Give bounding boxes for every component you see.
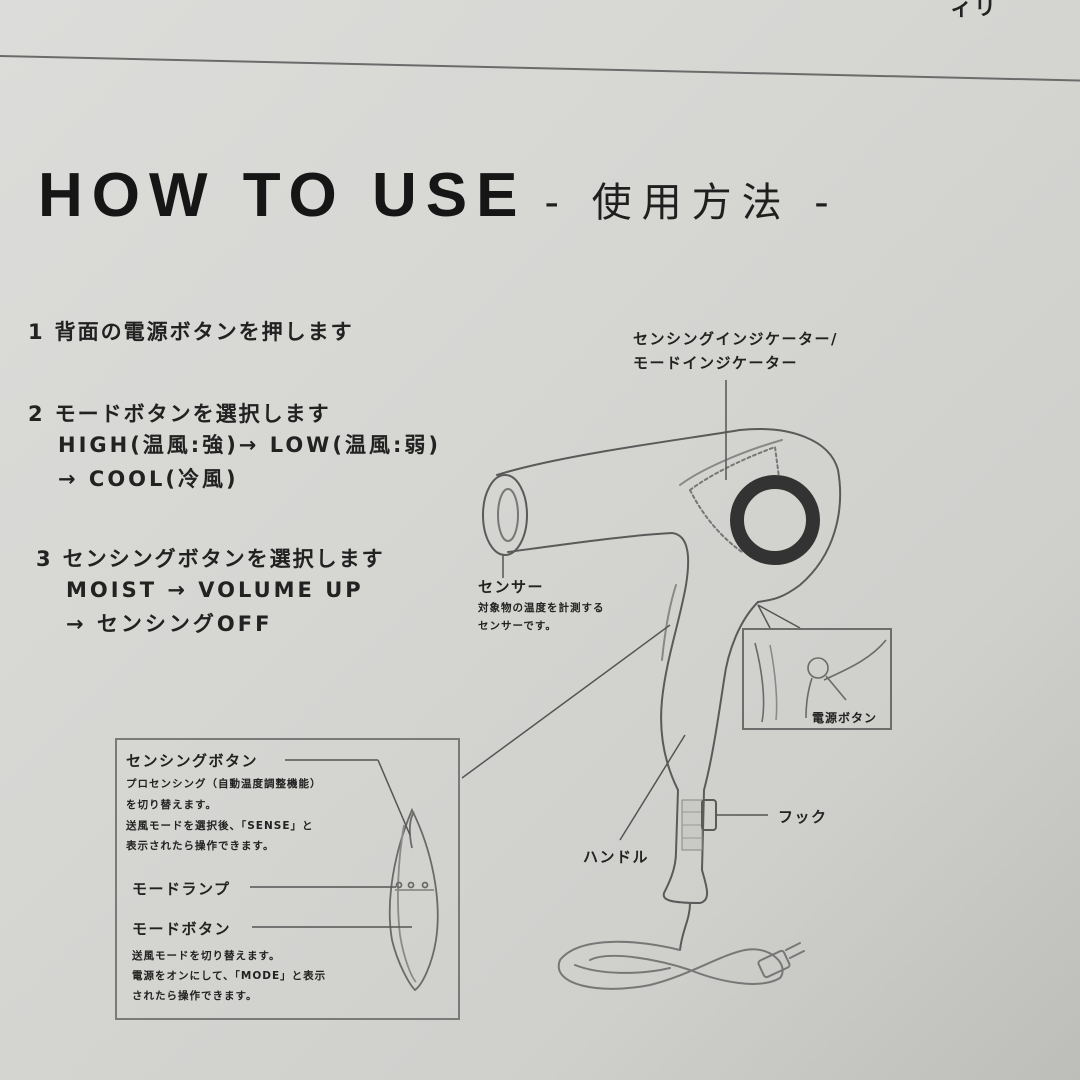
cut-off-text-fragment: ィリ <box>950 0 999 21</box>
title-english: HOW TO USE <box>38 161 527 230</box>
step-number: 1 <box>28 320 45 344</box>
step-number: 3 <box>36 547 53 571</box>
nozzle-outline <box>482 474 528 556</box>
sensor-label: センサー <box>478 578 545 596</box>
hook-label: フック <box>778 808 828 826</box>
title-japanese: - 使用方法 - <box>544 180 839 226</box>
control-panel-outline <box>388 807 439 992</box>
indicator-label-line-1: センシングインジケーター/ <box>633 330 838 348</box>
mode-description-1: 送風モードを切り替えます。 <box>132 950 281 962</box>
sensing-description-1: プロセンシング（自動温度調整機能） <box>126 778 322 790</box>
step-detail-line: → COOL(冷風) <box>58 467 239 491</box>
step-number: 2 <box>28 402 45 426</box>
mode-description-2: 電源をオンにして、「MODE」と表示 <box>132 970 327 982</box>
sensing-button-label: センシングボタン <box>126 752 259 770</box>
step-heading: モードボタンを選択します <box>54 402 331 426</box>
step-detail-line: → センシングOFF <box>66 612 273 636</box>
step-detail-line: MOIST → VOLUME UP <box>66 578 364 602</box>
step-detail-line: HIGH(温風:強)→ LOW(温風:弱) <box>58 433 441 457</box>
handle-label: ハンドル <box>583 848 650 866</box>
step-1: 1 背面の電源ボタンを押します <box>28 316 354 346</box>
mode-lamp-label: モードランプ <box>132 880 231 898</box>
sensor-description-1: 対象物の温度を計測する <box>478 602 605 614</box>
control-panel-callout <box>115 738 460 1020</box>
mode-button-label: モードボタン <box>132 920 232 938</box>
sensing-description-3: 送風モードを選択後、「SENSE」と <box>126 820 314 832</box>
page-title: HOW TO USE - 使用方法 - <box>38 160 839 231</box>
indicator-label-line-2: モードインジケーター <box>633 354 799 372</box>
mode-description-3: されたら操作できます。 <box>132 990 258 1002</box>
sensor-description-2: センサーです。 <box>478 620 557 632</box>
step-3: 3 センシングボタンを選択します MOIST → VOLUME UP → センシン… <box>36 543 385 641</box>
step-heading: 背面の電源ボタンを押します <box>54 320 354 344</box>
power-button-inset <box>742 628 892 730</box>
step-heading: センシングボタンを選択します <box>62 547 385 571</box>
sensing-description-4: 表示されたら操作できます。 <box>126 840 275 852</box>
indicator-ring-icon <box>730 475 820 565</box>
sensing-description-2: を切り替えます。 <box>126 799 217 811</box>
power-button-label: 電源ボタン <box>812 711 878 725</box>
step-2: 2 モードボタンを選択します HIGH(温風:強)→ LOW(温風:弱) → CO… <box>28 398 441 496</box>
